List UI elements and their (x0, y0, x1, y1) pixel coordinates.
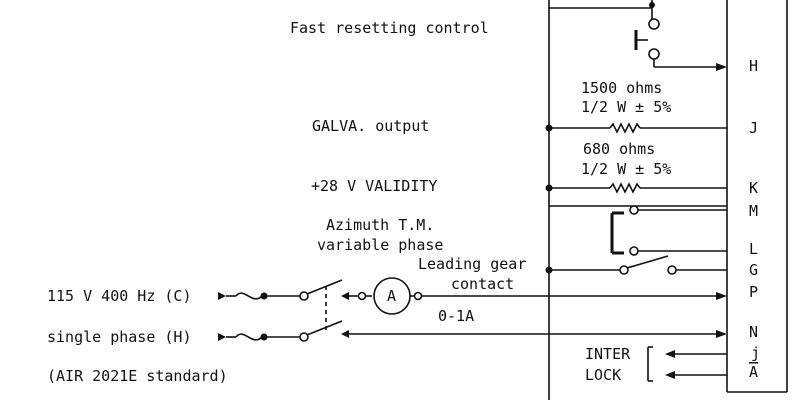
pin-m-label: M (749, 202, 758, 220)
leading-gear-label-1: Leading gear (418, 255, 526, 273)
resistor-680-rating: 1/2 W ± 5% (581, 160, 671, 178)
pin-a-label: A (749, 363, 758, 381)
resistor-1500 (545, 122, 727, 134)
fast-resetting-label: Fast resetting control (290, 19, 489, 37)
azimuth-label-1: Azimuth T.M. (326, 216, 434, 234)
pin-n-label: N (749, 323, 758, 341)
resistor-1500-rating: 1/2 W ± 5% (581, 98, 671, 116)
resistor-680 (545, 182, 727, 194)
connector-block (726, 0, 788, 393)
power-line-h (218, 320, 727, 342)
pin-l-label: L (749, 240, 758, 258)
interlock (647, 346, 727, 382)
ammeter-symbol: A (387, 287, 396, 305)
power-line-h-label: single phase (H) (47, 328, 192, 346)
ammeter-range-label: 0-1A (438, 307, 474, 325)
pin-h-label: H (749, 57, 758, 75)
pin-p-label: P (749, 283, 758, 301)
pin-k-label: K (749, 179, 758, 197)
power-line-c (218, 277, 727, 315)
validity-label: +28 V VALIDITY (311, 177, 437, 195)
pin-g-label: G (749, 261, 758, 279)
interlock-label-1: INTER (585, 345, 631, 363)
interlock-label-2: LOCK (585, 366, 621, 384)
fast-resetting-switch (549, 0, 727, 71)
resistor-1500-value: 1500 ohms (581, 79, 662, 97)
standard-label: (AIR 2021E standard) (47, 367, 228, 385)
resistor-680-value: 680 ohms (583, 140, 655, 158)
jumper-contact (610, 205, 727, 256)
pin-j2-label: j (751, 344, 760, 362)
galva-output-label: GALVA. output (312, 117, 429, 135)
power-line-c-label: 115 V 400 Hz (C) (47, 287, 192, 305)
azimuth-label-2: variable phase (317, 236, 443, 254)
leading-gear-switch (545, 255, 727, 275)
leading-gear-label-2: contact (451, 275, 514, 293)
pin-j-label: J (749, 119, 758, 137)
